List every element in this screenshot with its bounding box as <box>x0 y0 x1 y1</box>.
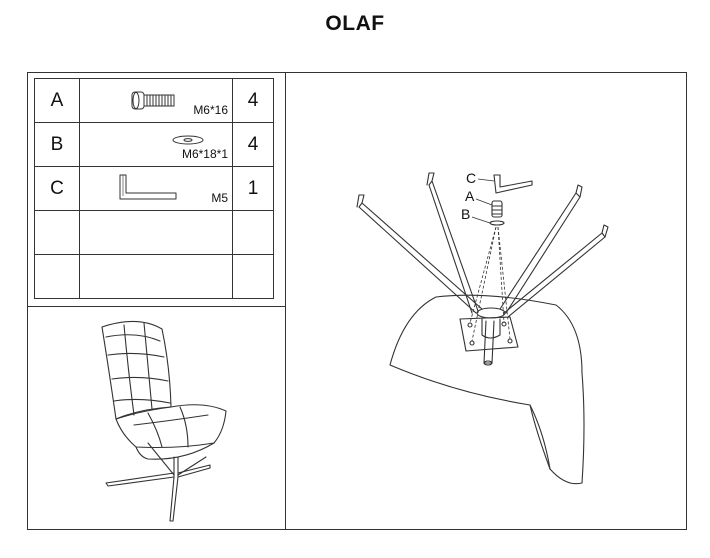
part-row-c: C M5 1 <box>34 166 274 211</box>
part-image-cell: M6*18*1 <box>79 122 233 167</box>
part-row-empty <box>34 210 274 255</box>
bolt-icon <box>131 91 175 110</box>
instruction-frame <box>27 72 687 530</box>
callout-a: A <box>465 188 475 204</box>
part-qty: 4 <box>232 78 274 123</box>
allen-key-icon <box>119 174 177 200</box>
part-letter <box>34 210 80 255</box>
part-qty <box>232 254 274 299</box>
part-row-b: B M6*18*1 4 <box>34 122 274 167</box>
document-title: OLAF <box>325 12 385 35</box>
callout-c: C <box>466 170 476 186</box>
part-qty: 1 <box>232 166 274 211</box>
part-row-empty <box>34 254 274 299</box>
part-letter: C <box>34 166 80 211</box>
part-image-cell <box>79 210 233 255</box>
part-spec: M6*16 <box>193 103 228 117</box>
callout-b: B <box>461 206 470 222</box>
washer-icon <box>172 135 204 145</box>
part-spec: M5 <box>211 191 228 205</box>
part-qty: 4 <box>232 122 274 167</box>
part-qty <box>232 210 274 255</box>
part-letter: A <box>34 78 80 123</box>
part-image-cell <box>79 254 233 299</box>
part-image-cell: M6*16 <box>79 78 233 123</box>
part-row-a: A M6*16 4 <box>34 78 274 123</box>
vertical-divider <box>285 72 286 530</box>
assembly-drawing: C A B <box>356 170 609 485</box>
part-letter <box>34 254 80 299</box>
parts-table: A M6*16 4 B M <box>34 78 274 299</box>
part-spec: M6*18*1 <box>181 147 228 161</box>
assembled-chair-drawing <box>101 320 227 522</box>
part-image-cell: M5 <box>79 166 233 211</box>
part-letter: B <box>34 122 80 167</box>
horizontal-divider <box>27 306 286 307</box>
